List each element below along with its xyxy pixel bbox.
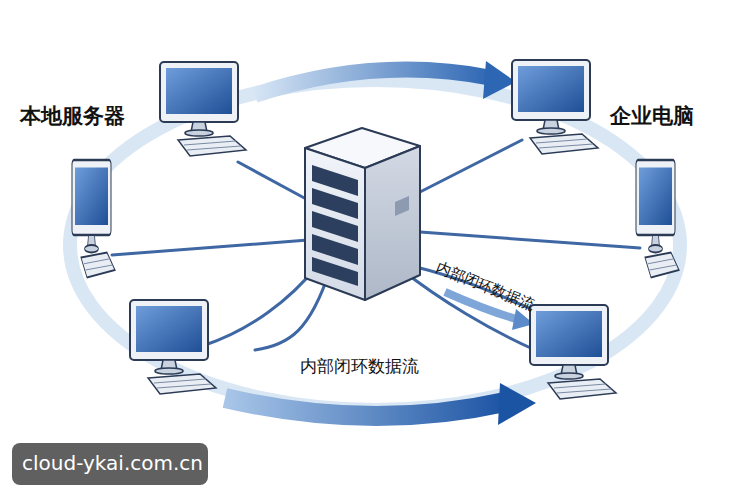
ring-track xyxy=(70,80,680,410)
cable xyxy=(112,240,308,255)
cable xyxy=(238,162,308,200)
computer-symbol xyxy=(512,60,598,154)
computer-symbol xyxy=(530,305,616,399)
server-side xyxy=(365,146,420,300)
computer-symbol xyxy=(72,160,115,278)
diagram-label: 本地服务器 xyxy=(20,104,125,129)
cable xyxy=(205,265,318,345)
watermark-plate xyxy=(12,443,208,485)
arrow-head xyxy=(498,383,536,425)
computer-symbol xyxy=(160,62,246,156)
drive-bays xyxy=(312,165,358,286)
server-emblem xyxy=(395,196,409,216)
flow-arrow xyxy=(225,398,505,416)
flow-arrow xyxy=(255,70,492,95)
server-tower xyxy=(305,128,420,300)
computer-symbol xyxy=(636,160,679,278)
computer-symbol xyxy=(130,300,216,394)
watermark-text: cloud-ykai.com.cn xyxy=(22,451,203,475)
cable xyxy=(420,140,522,192)
diagram-label: 内部闭环数据流 xyxy=(300,356,419,376)
diagram-label: 企业电脑 xyxy=(610,104,694,129)
cable xyxy=(420,232,640,248)
drive-bay xyxy=(312,257,358,286)
server-front xyxy=(305,148,365,300)
